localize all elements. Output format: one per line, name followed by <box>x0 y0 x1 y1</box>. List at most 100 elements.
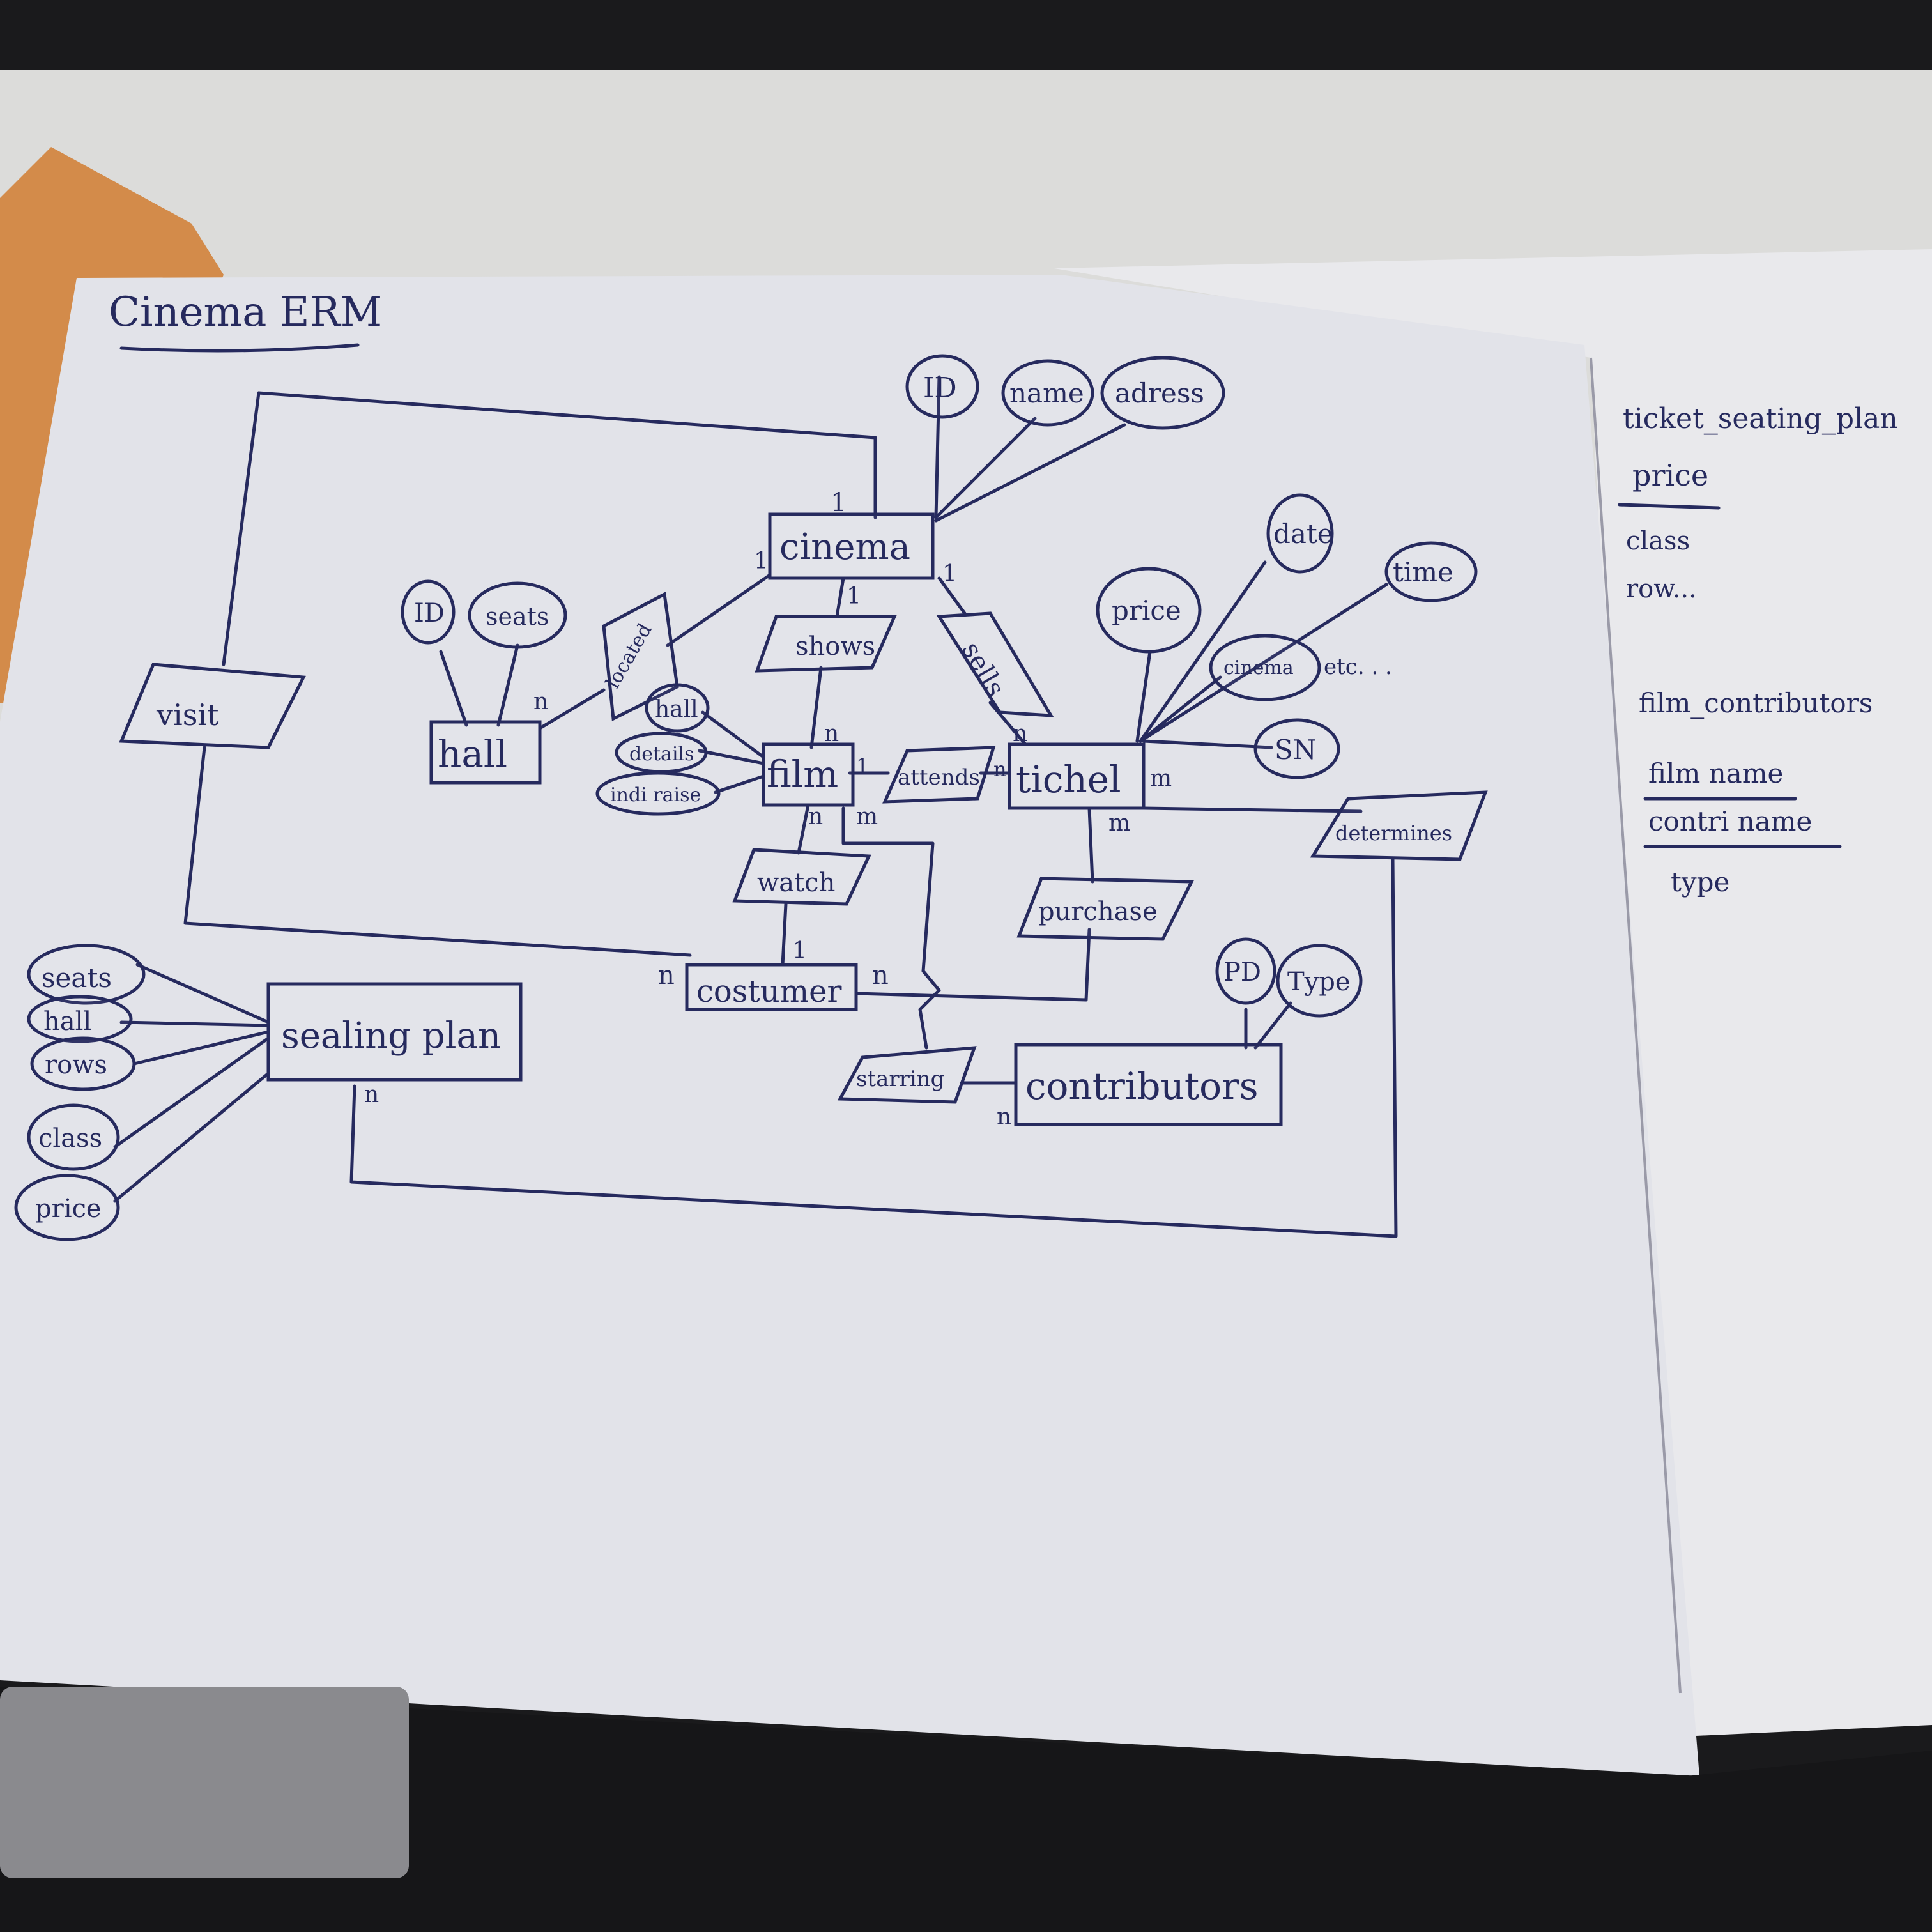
relation-visit-label: visit <box>156 698 219 732</box>
entity-seating-plan <box>266 982 523 1082</box>
attr-cinema-id-label: ID <box>923 372 957 404</box>
card-cinema-located: 1 <box>754 548 769 574</box>
card-ticket-purchase: m <box>1108 810 1130 836</box>
relation-attends <box>882 746 996 804</box>
relation-visit <box>119 663 306 749</box>
label-device <box>0 1687 409 1878</box>
entity-hall-label: hall <box>438 732 507 776</box>
entity-film-label: film <box>767 753 838 796</box>
side-table2-name: film_contributors <box>1639 687 1873 719</box>
attr-film-hall-label: hall <box>655 696 698 723</box>
paper-sheet <box>0 275 1699 1776</box>
attr-ticket-date-label: date <box>1273 518 1333 549</box>
card-ticket-attends: n <box>993 757 1007 781</box>
card-hall-located: n <box>533 689 548 715</box>
annotation-etc: etc. . . <box>1324 654 1392 680</box>
attr-film-details-label: details <box>629 743 694 765</box>
relation-purchase <box>1016 877 1195 941</box>
card-contrib-starring: n <box>997 1104 1011 1130</box>
attr-contrib-pd-label: PD <box>1223 958 1261 987</box>
card-film-shows: n <box>824 721 839 747</box>
attr-film-indi-raise-label: indi raise <box>610 784 701 806</box>
card-film-starring: m <box>856 804 878 830</box>
side-table2-key-2: contri name <box>1648 806 1812 837</box>
entity-ticket <box>1008 742 1146 810</box>
attr-cinema-id <box>905 354 979 419</box>
relation-shows <box>755 615 897 673</box>
entity-hall <box>429 720 542 785</box>
entity-seating-plan-label: sealing plan <box>281 1015 501 1057</box>
relation-watch-label: watch <box>757 868 835 898</box>
card-cinema-shows: 1 <box>847 583 861 610</box>
side-table2-key-1: film name <box>1648 758 1783 789</box>
attr-plan-hall-label: hall <box>43 1007 91 1036</box>
attr-ticket-date <box>1266 493 1334 574</box>
bottom-shadow <box>0 1687 1932 1932</box>
attr-cinema-address <box>1100 356 1225 430</box>
card-customer-watch: 1 <box>792 938 807 964</box>
entity-cinema <box>768 512 935 580</box>
side-notes: ticket_seating_plan price class row... f… <box>1618 402 1898 898</box>
entity-customer <box>685 963 858 1011</box>
attr-contrib-pd <box>1215 937 1276 1005</box>
attr-cinema-name <box>1001 359 1094 427</box>
relation-shows-label: shows <box>795 632 875 661</box>
relation-purchase-label: purchase <box>1038 897 1158 926</box>
attr-plan-class-label: class <box>38 1124 102 1153</box>
card-cinema-visit: 1 <box>831 488 847 518</box>
title-underline <box>119 343 360 353</box>
attr-contrib-type <box>1276 944 1363 1018</box>
entity-film <box>762 742 855 807</box>
attr-hall-id-label: ID <box>414 599 445 628</box>
card-cinema-sells: 1 <box>942 561 957 587</box>
attr-ticket-time-label: time <box>1393 556 1453 588</box>
entity-contributors-label: contributors <box>1025 1064 1259 1108</box>
attr-plan-hall <box>27 995 133 1043</box>
relation-determines-label: determines <box>1335 821 1452 845</box>
attr-ticket-cinema-label: cinema <box>1223 657 1294 679</box>
entity-contributors <box>1014 1043 1283 1126</box>
entity-ticket-label: tichel <box>1016 758 1121 801</box>
back-sheet <box>1054 249 1932 1738</box>
card-ticket-sells: n <box>1013 721 1027 747</box>
side-table1-name: ticket_seating_plan <box>1623 402 1898 435</box>
page-edge <box>1590 357 1682 1694</box>
attr-plan-price-label: price <box>35 1194 102 1223</box>
card-plan-determines: n <box>364 1082 379 1108</box>
side-table1-field-2: row... <box>1626 574 1697 604</box>
side-table1-key: price <box>1632 458 1708 493</box>
diagram-title: Cinema ERM <box>109 289 382 336</box>
attr-hall-id <box>401 579 456 645</box>
attr-ticket-price <box>1096 567 1202 654</box>
attr-plan-rows <box>30 1036 136 1091</box>
card-film-watch: n <box>808 804 823 830</box>
side-table1-field-1: class <box>1626 526 1690 556</box>
card-film-attends: 1 <box>856 754 869 778</box>
attr-ticket-price-label: price <box>1112 595 1181 626</box>
attr-cinema-name-label: name <box>1009 378 1084 409</box>
attr-contrib-type-label: Type <box>1287 967 1351 997</box>
relation-attends-label: attends <box>898 765 980 790</box>
attr-plan-price <box>14 1174 120 1241</box>
connector-lines <box>113 375 1398 1238</box>
attr-plan-class <box>27 1103 120 1171</box>
relation-starring-label: starring <box>856 1066 944 1092</box>
side-table1-key-underline <box>1618 503 1721 510</box>
attr-cinema-address-label: adress <box>1115 378 1204 409</box>
attr-ticket-time <box>1384 541 1478 602</box>
relation-located <box>602 592 679 721</box>
attr-ticket-sn <box>1254 718 1340 779</box>
attr-plan-rows-label: rows <box>45 1050 107 1080</box>
entity-customer-label: costumer <box>696 974 842 1009</box>
relation-determines <box>1310 790 1488 861</box>
card-customer-purchase: n <box>872 961 889 990</box>
card-ticket-determines: m <box>1150 765 1172 792</box>
attr-plan-seats <box>27 944 146 1005</box>
relation-sells <box>936 611 1054 717</box>
attr-film-hall <box>645 683 710 733</box>
attr-film-indi-raise <box>595 771 721 816</box>
relation-watch <box>732 848 871 906</box>
card-customer-visit: n <box>658 961 675 990</box>
attr-ticket-cinema <box>1209 634 1321 702</box>
